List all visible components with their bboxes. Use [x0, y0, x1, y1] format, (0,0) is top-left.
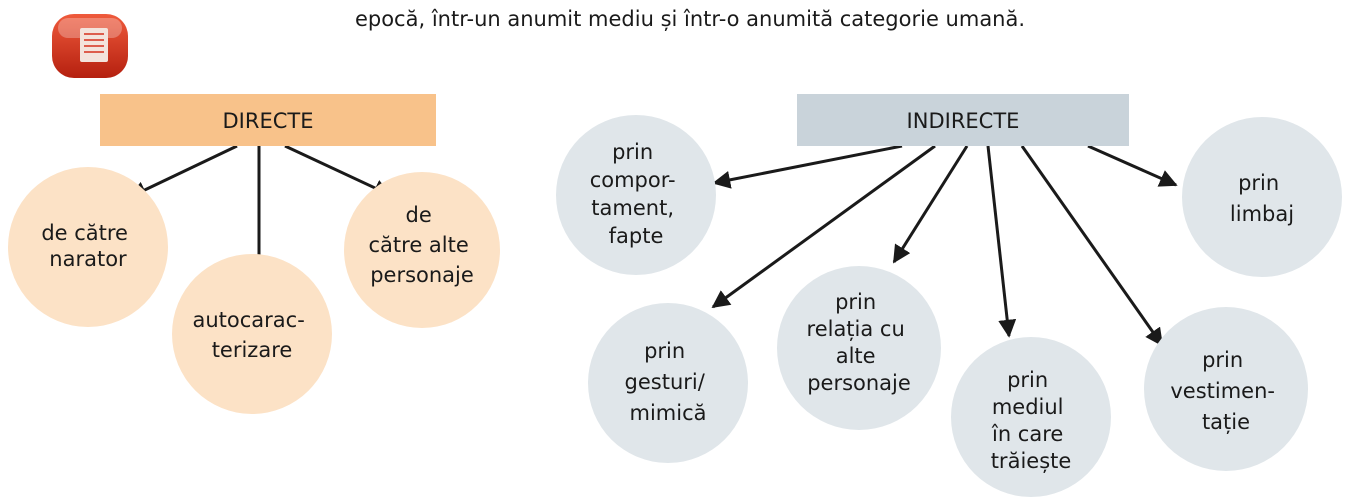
- indirect-arrows: [711, 144, 1178, 347]
- arrow-to-vestimentatie: [1020, 145, 1164, 347]
- indirect-header-box: [797, 94, 1129, 146]
- svg-text:prin vestimen-: prin vestimen- tație: [1170, 348, 1281, 434]
- direct-node-narator: de către narator: [8, 167, 168, 327]
- svg-text:prin mediul în: prin mediul în care trăiește: [991, 368, 1072, 473]
- direct-arrows: [128, 144, 392, 274]
- indirect-node-mediul: prin mediul în care trăiește: [951, 337, 1111, 497]
- direct-node-autocaracterizare: autocarac- terizare: [172, 254, 332, 414]
- svg-text:autocarac- terizare: autocarac- terizare: [193, 308, 312, 362]
- arrow-to-mediul: [986, 145, 1017, 338]
- indirect-node-gesturi: prin gesturi/ mimică: [588, 303, 748, 463]
- svg-text:de către alte: de către alte personaje: [369, 203, 476, 287]
- arrow-to-gesturi: [711, 144, 936, 309]
- direct-header: DIRECTE: [223, 109, 314, 133]
- direct-header-box: [100, 94, 436, 146]
- svg-text:prin compor- t: prin compor- tament, fapte: [590, 140, 683, 248]
- arrow-to-limbaj: [1087, 144, 1178, 187]
- arrow-to-alte-personaje: [284, 144, 392, 197]
- indirect-node-limbaj: prin limbaj: [1182, 117, 1342, 277]
- direct-node-alte-personaje: de către alte personaje: [344, 172, 500, 328]
- indirect-group: INDIRECTE prin compor- tament, fapte pri…: [556, 94, 1342, 497]
- direct-group: DIRECTE de către narator autocarac- teri…: [8, 94, 500, 414]
- arrow-to-comportament: [712, 144, 903, 189]
- svg-text:de către narator: de către narator: [41, 221, 134, 271]
- arrow-to-relatia: [892, 145, 969, 264]
- book-badge-icon: [52, 14, 128, 78]
- intro-line: epocă, într-un anumit mediu și într-o an…: [355, 7, 1025, 31]
- indirect-header: INDIRECTE: [907, 109, 1020, 133]
- svg-text:prin gesturi/: prin gesturi/ mimică: [625, 339, 712, 425]
- indirect-node-comportament: prin compor- tament, fapte: [556, 115, 716, 275]
- indirect-node-relatia: prin relația cu alte personaje: [777, 266, 941, 430]
- svg-text:prin relația cu: prin relația cu alte personaje: [807, 290, 912, 395]
- indirect-node-vestimentatie: prin vestimen- tație: [1144, 307, 1308, 471]
- svg-text:prin limbaj: prin limbaj: [1230, 171, 1294, 226]
- arrow-to-narator: [128, 144, 238, 199]
